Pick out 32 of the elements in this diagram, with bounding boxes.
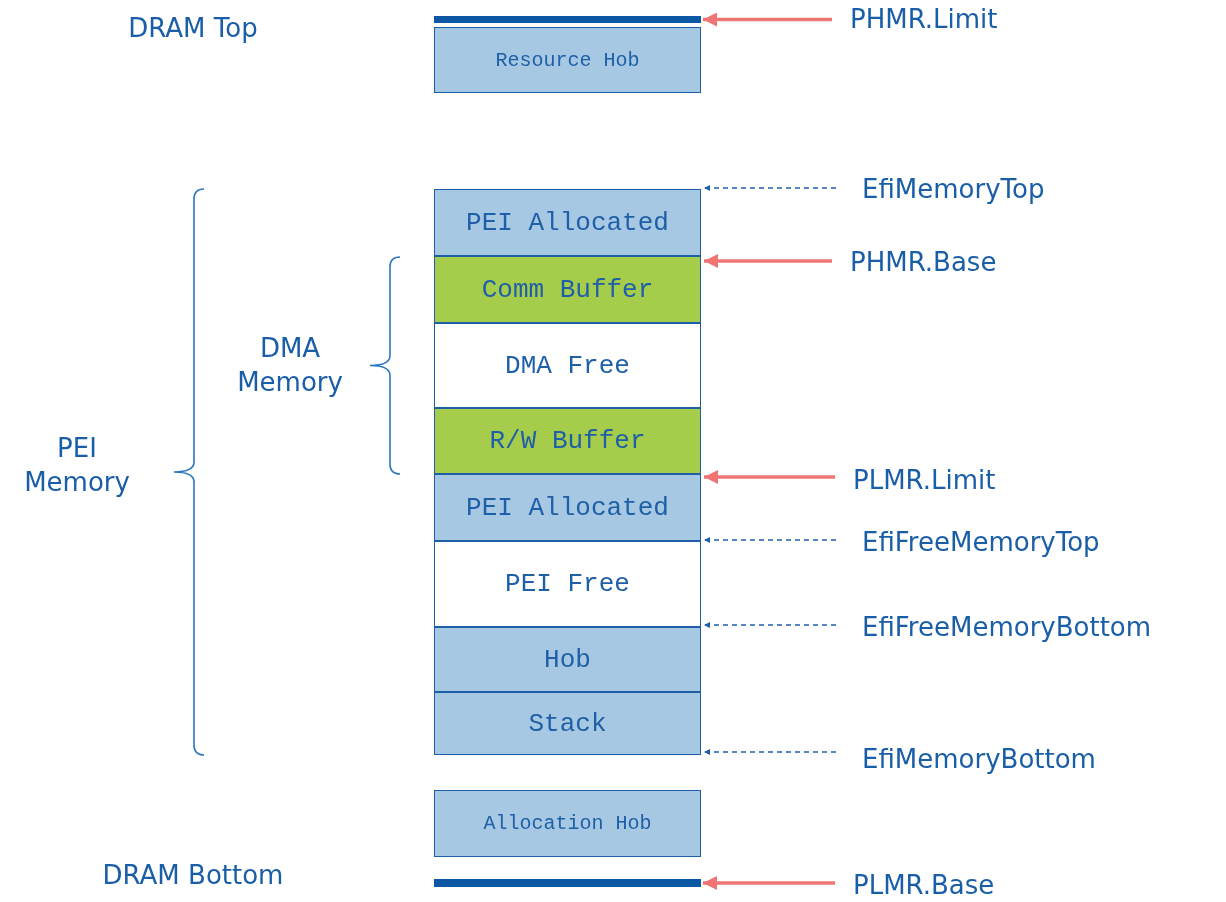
- memory-region: Allocation Hob: [434, 790, 701, 857]
- arrow: [704, 470, 835, 484]
- arrow: [703, 12, 832, 27]
- arrow: [703, 748, 837, 756]
- pointer-label: EfiMemoryTop: [862, 176, 1045, 202]
- region-label: DMA Memory: [236, 332, 344, 399]
- pointer-label: PLMR.Base: [853, 872, 995, 898]
- arrow: [703, 536, 837, 544]
- memory-region: Resource Hob: [434, 27, 701, 93]
- arrow: [703, 876, 835, 890]
- boundary-bar: [434, 879, 701, 887]
- memory-region: Comm Buffer: [434, 256, 701, 323]
- memory-region: Stack: [434, 692, 701, 755]
- pointer-label: PLMR.Limit: [853, 467, 996, 493]
- boundary-bar: [434, 16, 701, 23]
- memory-region: PEI Free: [434, 541, 701, 627]
- arrow: [704, 254, 832, 268]
- region-label: DRAM Top: [127, 12, 259, 45]
- arrow: [703, 621, 837, 629]
- region-label: DRAM Bottom: [101, 859, 285, 892]
- pointer-label: PHMR.Base: [850, 249, 997, 275]
- memory-region: Hob: [434, 627, 701, 692]
- region-label: PEI Memory: [23, 432, 131, 499]
- arrow: [703, 184, 837, 192]
- memory-region: R/W Buffer: [434, 408, 701, 474]
- pointer-label: PHMR.Limit: [850, 6, 998, 32]
- memory-region: PEI Allocated: [434, 474, 701, 541]
- memory-region: PEI Allocated: [434, 189, 701, 256]
- memory-region: DMA Free: [434, 323, 701, 408]
- pointer-label: EfiFreeMemoryBottom: [862, 614, 1152, 640]
- pointer-label: EfiMemoryBottom: [862, 746, 1096, 772]
- pointer-label: EfiFreeMemoryTop: [862, 529, 1100, 555]
